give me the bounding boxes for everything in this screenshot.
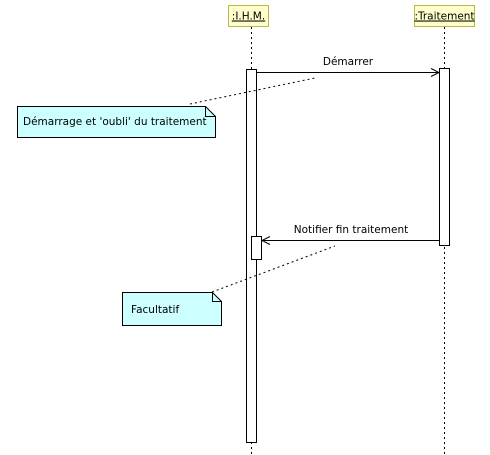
lifeline-ihm[interactable]: :I.H.M. <box>228 5 269 455</box>
arrowhead-icon <box>260 236 271 245</box>
lifeline-traitement[interactable]: :Traitement <box>414 5 475 455</box>
object-label-traitement: :Traitement <box>414 11 474 23</box>
object-label-ihm: :I.H.M. <box>232 11 265 23</box>
message-notifier-fin[interactable]: Notifier fin traitement <box>260 224 440 245</box>
message-label-demarrer: Démarrer <box>323 56 374 68</box>
note-shape <box>122 292 222 326</box>
note-text: Facultatif <box>131 304 179 316</box>
note-connector <box>189 77 316 105</box>
note-text: Démarrage et 'oubli' du traitement <box>23 116 207 128</box>
object-box-traitement[interactable] <box>414 5 475 27</box>
note-connector <box>211 245 336 293</box>
activation-bar-ihm-notify <box>251 236 262 260</box>
note-fold-icon <box>212 292 222 302</box>
message-demarrer[interactable]: Démarrer <box>256 56 441 77</box>
message-label-notifier: Notifier fin traitement <box>294 224 408 236</box>
note-facultatif[interactable]: Facultatif <box>122 245 336 326</box>
object-box-ihm[interactable] <box>228 5 269 27</box>
activation-bar-traitement <box>439 68 450 246</box>
note-demarrage[interactable]: Démarrage et 'oubli' du traitement <box>17 77 316 138</box>
note-shape <box>17 106 216 138</box>
note-fold-icon <box>205 106 216 117</box>
arrowhead-icon <box>430 68 441 77</box>
